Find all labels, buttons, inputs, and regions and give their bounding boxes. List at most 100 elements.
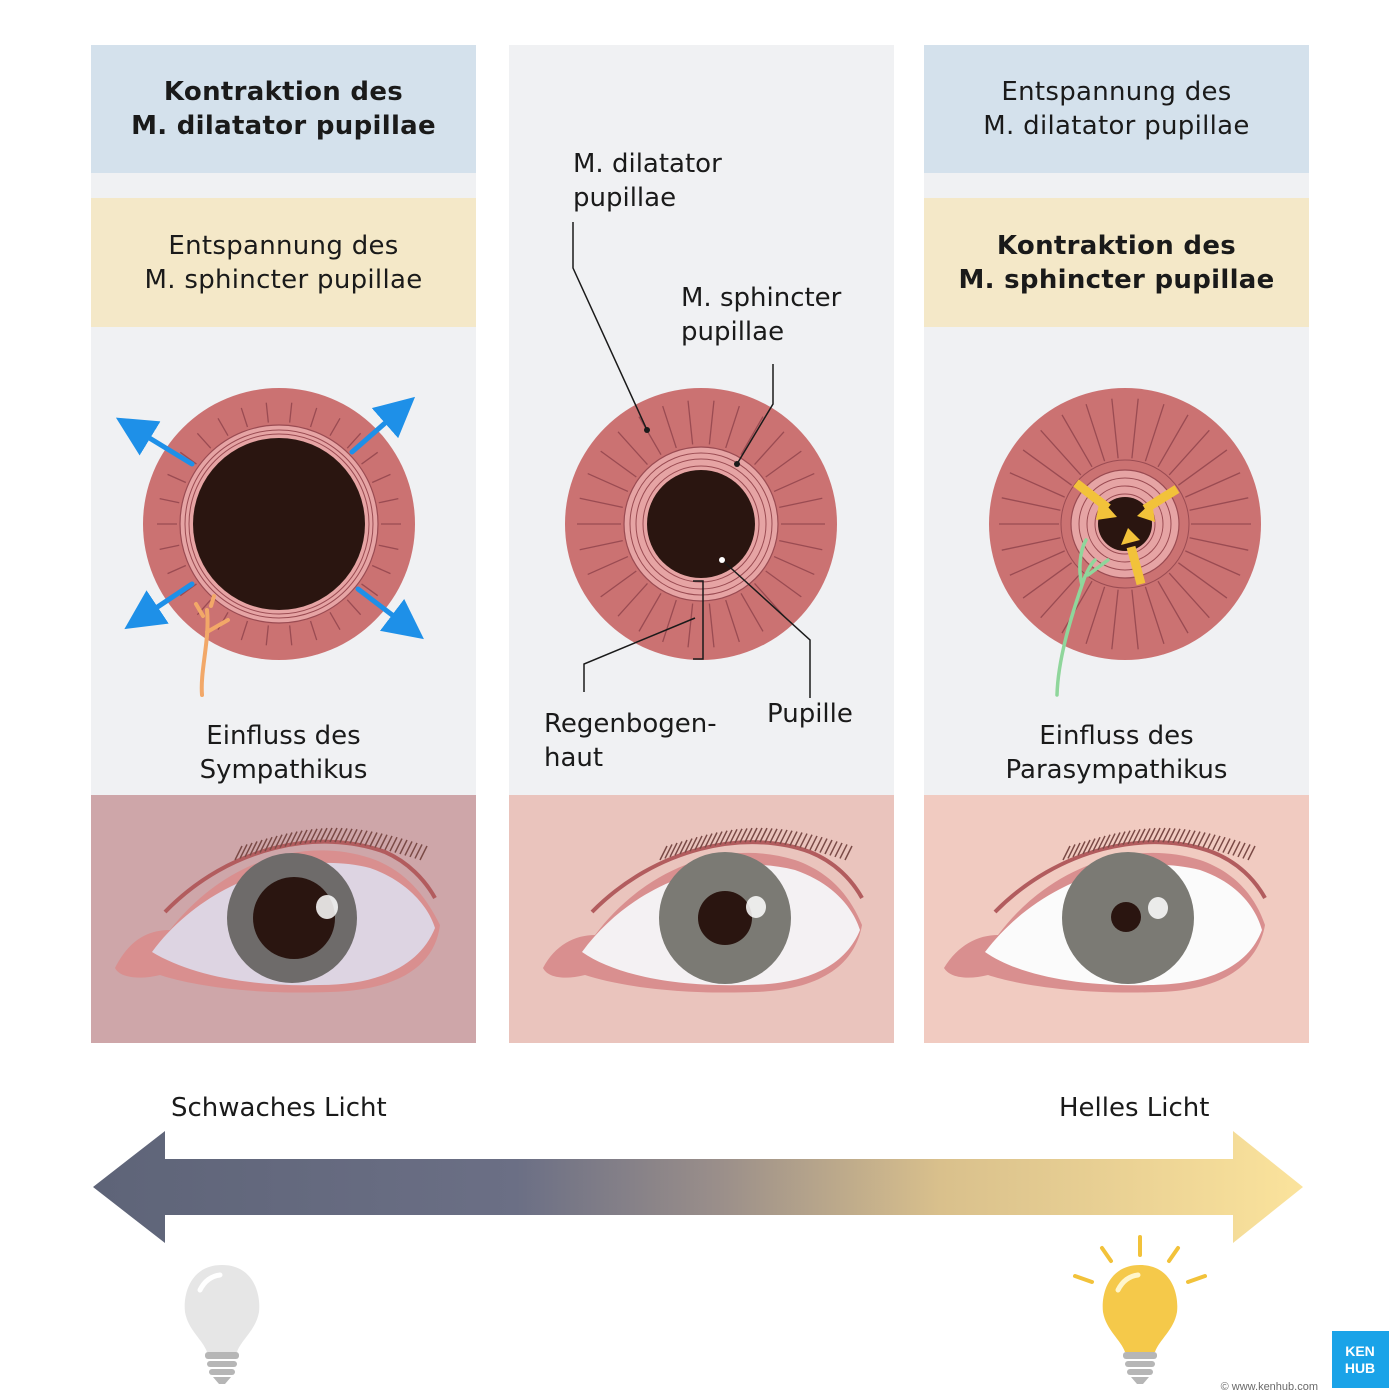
label-pupil: Pupille — [767, 699, 853, 729]
eyelash — [759, 827, 768, 843]
eyelash — [339, 828, 348, 843]
right-caption-line2: Parasympathikus — [1005, 755, 1228, 785]
iris-fibre — [662, 405, 677, 449]
eyelash — [379, 834, 388, 850]
eyelash — [719, 830, 728, 846]
eyelash — [744, 827, 753, 843]
right-top-line2: M. dilatator pupillae — [983, 111, 1250, 141]
iris-fibre — [309, 407, 318, 428]
dim-light-label: Schwaches Licht — [171, 1093, 387, 1123]
eyelash — [1147, 827, 1156, 843]
eyelash — [374, 833, 383, 848]
copyright-text: © www.kenhub.com — [1221, 1381, 1318, 1393]
eyelash — [764, 828, 773, 843]
eyelash — [249, 841, 258, 856]
eyelash — [729, 828, 738, 844]
eyelash — [674, 841, 683, 856]
iris-fibre — [587, 555, 629, 576]
eyelash — [1067, 844, 1076, 859]
eyelash — [749, 827, 758, 843]
iris-fibre — [600, 450, 637, 478]
iris-fibre — [779, 539, 823, 551]
iris-fibre — [638, 416, 662, 456]
eyelash — [1082, 839, 1091, 855]
eyelash — [259, 838, 268, 853]
eyelash — [1087, 838, 1096, 853]
eyelash — [1102, 834, 1111, 850]
iris-fibre — [179, 451, 197, 465]
iris-fibre — [662, 599, 677, 643]
iris-fibre — [1157, 580, 1189, 634]
iris-fibre — [167, 473, 187, 484]
left-top-line2: M. dilatator pupillae — [131, 111, 436, 141]
iris-fibre — [361, 451, 379, 465]
iris-fibre — [289, 625, 293, 646]
kenhub-logo: KEN HUB — [1332, 1331, 1389, 1388]
label-dilatator-line1: M. dilatator — [573, 149, 722, 179]
eyelash — [1212, 835, 1221, 851]
iris-fibre — [1131, 398, 1139, 459]
eyelash — [399, 839, 408, 855]
iris-fibre — [1168, 429, 1210, 476]
eyelash — [1172, 828, 1181, 844]
eyelash — [264, 836, 273, 852]
eye-dilated — [115, 827, 440, 993]
iris-fibre — [289, 402, 293, 423]
eyelash — [1167, 828, 1176, 843]
label-dilatator-line2: pupillae — [573, 183, 677, 213]
dim-bulb-icon — [184, 1265, 260, 1384]
eyelash — [734, 828, 743, 844]
iris-fibre — [1040, 572, 1082, 619]
left-caption-line1: Einfluss des — [206, 721, 361, 751]
left-top-line1: Kontraktion des — [163, 77, 404, 107]
eyelash — [414, 844, 423, 859]
iris-fibre — [1144, 403, 1165, 462]
eyelash — [1247, 845, 1256, 861]
iris-fibre — [1144, 586, 1165, 645]
right-mid-line1: Kontraktion des — [996, 230, 1237, 261]
eyelash — [724, 829, 733, 845]
eyelash — [809, 835, 818, 851]
eyelash — [659, 845, 668, 861]
iris-fibre — [1185, 472, 1241, 498]
dilation-arrows — [115, 396, 424, 640]
eyelash — [269, 835, 278, 851]
right-mid-line2: M. sphincter pupillae — [958, 264, 1275, 295]
eyelash — [684, 838, 693, 853]
eyelash — [829, 841, 838, 856]
label-iris: Regenbogen- haut — [544, 707, 717, 775]
iris-fibre — [765, 450, 802, 478]
eyelash — [1122, 830, 1131, 846]
iris-fibre — [600, 570, 637, 598]
left-caption-line2: Sympathikus — [199, 755, 368, 785]
iris-fibre — [708, 603, 715, 648]
logo-line2: HUB — [1345, 1360, 1375, 1376]
iris-fibre — [579, 539, 623, 551]
iris-fibre — [1189, 537, 1249, 551]
iris-fibre — [617, 583, 648, 617]
eyelash — [814, 836, 823, 852]
iris-fibre — [1001, 537, 1061, 551]
eyelash — [1072, 842, 1081, 858]
iris-fibre — [1185, 550, 1241, 576]
iris-fibre — [159, 544, 180, 551]
iris-fibre — [638, 592, 662, 632]
eyelash — [794, 832, 803, 847]
iris-fibre — [725, 405, 740, 449]
iris-fibre — [1189, 497, 1249, 511]
eyelash — [1062, 845, 1071, 861]
eyelash — [769, 828, 778, 844]
eyelash — [304, 828, 313, 844]
eyelash — [364, 831, 373, 846]
iris-fibre — [754, 431, 785, 465]
iris-fibre — [371, 564, 391, 575]
eyelash — [324, 827, 333, 843]
left-mid-line2: M. sphincter pupillae — [144, 264, 423, 295]
eyelash — [1207, 834, 1216, 850]
iris-fibre — [765, 570, 802, 598]
eyelash — [1097, 835, 1106, 851]
label-iris-line2: haut — [544, 743, 604, 773]
eyelash — [819, 838, 828, 853]
label-dilatator: M. dilatator pupillae — [573, 147, 722, 215]
eyelash — [404, 841, 413, 856]
